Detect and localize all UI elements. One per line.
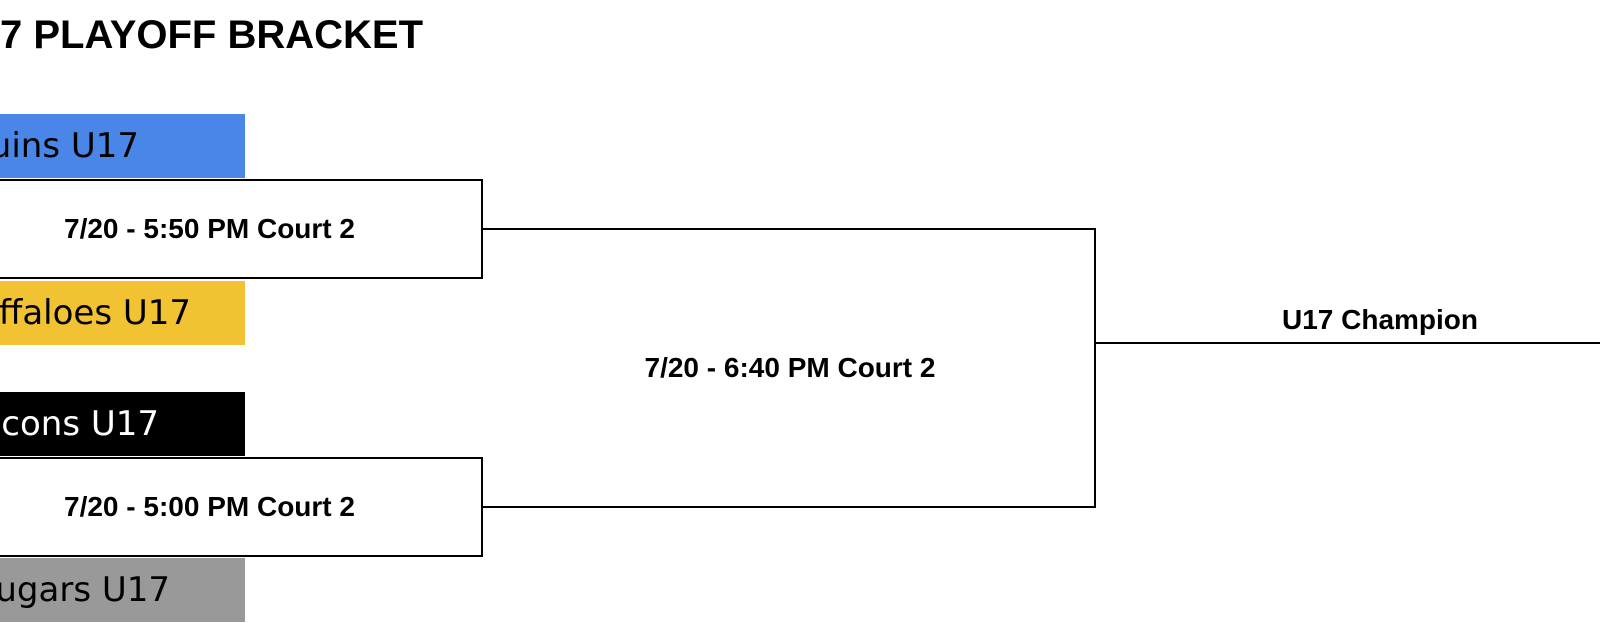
semifinal-game-1: 7/20 - 5:50 PM Court 2 [0, 179, 483, 279]
game-time-label: 7/20 - 5:00 PM Court 2 [64, 491, 355, 522]
game-time-label: 7/20 - 5:50 PM Court 2 [64, 213, 355, 244]
team-slot-4: ugars U17 [0, 558, 245, 622]
team-slot-2: ffaloes U17 [0, 281, 245, 345]
team-slot-3: cons U17 [0, 392, 245, 456]
final-game-label: 7/20 - 6:40 PM Court 2 [644, 352, 936, 383]
final-bracket-connector [483, 228, 1096, 508]
team-slot-1: uins U17 [0, 114, 245, 178]
semifinal-game-2: 7/20 - 5:00 PM Court 2 [0, 457, 483, 557]
champion-line [1096, 342, 1600, 344]
team-name: ugars U17 [0, 570, 170, 610]
team-name: cons U17 [1, 404, 159, 444]
team-name: uins U17 [0, 126, 139, 166]
bracket-title: 7 PLAYOFF BRACKET [0, 13, 424, 57]
team-name: ffaloes U17 [0, 293, 191, 333]
champion-label: U17 Champion [1281, 304, 1479, 335]
